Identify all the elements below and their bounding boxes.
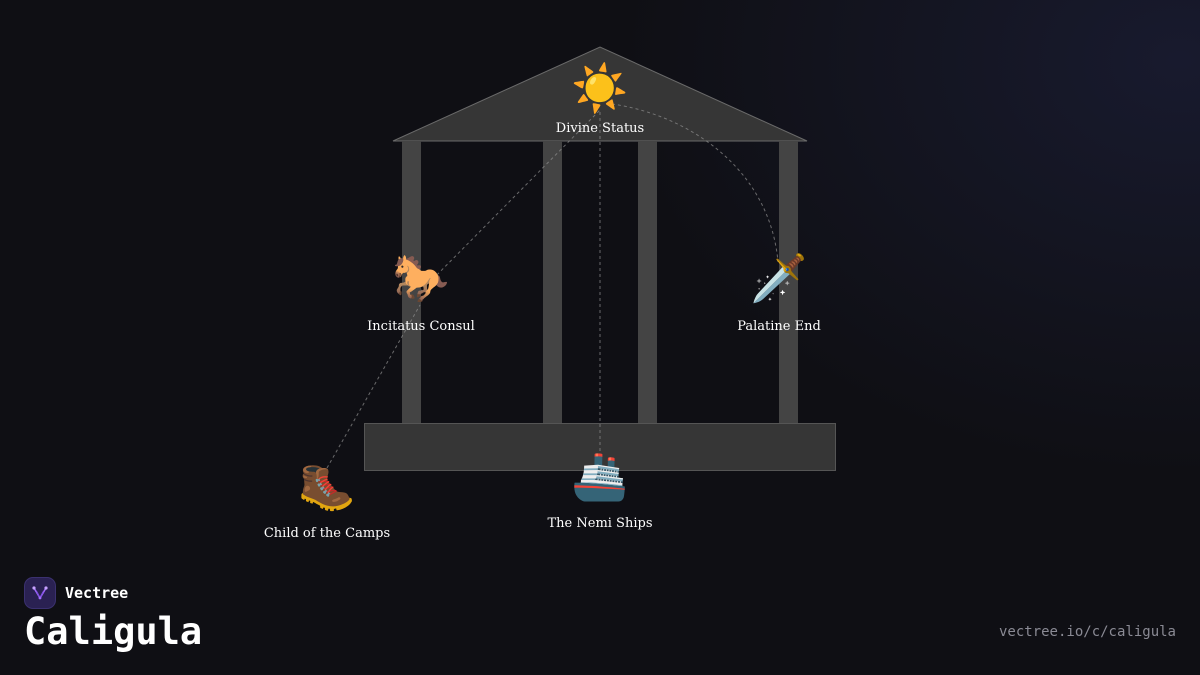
connector-incitatus-divine	[419, 109, 601, 293]
diagram-node-camps[interactable]: 🥾 Child of the Camps	[264, 459, 390, 541]
page-title: Caligula	[24, 610, 203, 653]
temple-pediment	[392, 46, 808, 142]
temple-column-1	[402, 141, 421, 424]
sun-icon: ☀️	[571, 60, 628, 116]
dagger-icon: 🗡️	[750, 251, 807, 305]
diagram-node-palatine[interactable]: 🗡️ Palatine End	[737, 251, 821, 334]
brand[interactable]: Vectree	[24, 577, 128, 609]
temple-column-3	[638, 141, 657, 424]
node-label-nemi: The Nemi Ships	[548, 516, 653, 531]
temple-column-4	[779, 141, 798, 424]
ship-icon: 🚢	[571, 449, 628, 503]
boot-icon: 🥾	[298, 459, 355, 513]
connector-lines	[326, 103, 779, 469]
vectree-logo-icon	[24, 577, 56, 609]
node-label-incitatus: Incitatus Consul	[367, 319, 475, 334]
connector-camps-incitatus	[326, 304, 421, 469]
horse-icon: 🐎	[392, 251, 449, 305]
diagram-node-nemi[interactable]: 🚢 The Nemi Ships	[548, 449, 653, 531]
node-label-divine: Divine Status	[556, 121, 644, 136]
temple-column-2	[543, 141, 562, 424]
diagram-node-divine[interactable]: ☀️ Divine Status	[556, 60, 644, 136]
connector-divine-palatine	[611, 103, 779, 263]
diagram-node-incitatus[interactable]: 🐎 Incitatus Consul	[367, 251, 475, 334]
node-label-camps: Child of the Camps	[264, 526, 390, 541]
page-url[interactable]: vectree.io/c/caligula	[998, 624, 1176, 640]
brand-name: Vectree	[65, 584, 129, 602]
node-label-palatine: Palatine End	[737, 319, 821, 334]
